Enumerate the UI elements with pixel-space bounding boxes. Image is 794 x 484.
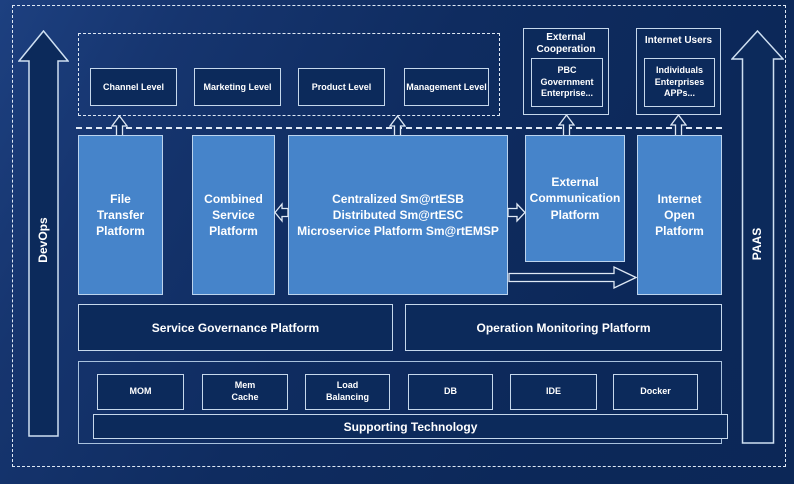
tech-box-mem-cache: Mem Cache xyxy=(202,374,288,410)
service-governance-platform-box: Service Governance Platform xyxy=(78,304,393,351)
channel-level-label: Channel Level xyxy=(102,82,165,92)
supporting-technology-label: Supporting Technology xyxy=(343,419,478,434)
right-arrow-icon xyxy=(507,202,526,223)
external-cooperation-members: PBC Government Enterprise... xyxy=(540,64,594,99)
internet-users-members: Individuals Enterprises APPs... xyxy=(654,64,705,99)
tech-label-db: DB xyxy=(444,386,457,397)
supporting-technology-container xyxy=(78,361,722,444)
tech-box-load-balancing: Load Balancing xyxy=(305,374,390,410)
combined-service-platform-box: Combined Service Platform xyxy=(192,135,275,295)
internet-users-title: Internet Users xyxy=(644,35,713,46)
management-level-box: Management Level xyxy=(404,68,489,106)
outer-dashed-border xyxy=(12,5,786,467)
flow-arrow-right-icon xyxy=(508,266,637,289)
devops-up-arrow-icon xyxy=(18,30,69,437)
paas-rail-label: PAAS xyxy=(750,227,764,261)
product-level-box: Product Level xyxy=(298,68,385,106)
internet-open-platform-box: Internet Open Platform xyxy=(637,135,722,295)
external-cooperation-members-box: PBC Government Enterprise... xyxy=(531,58,603,107)
tech-box-docker: Docker xyxy=(613,374,698,410)
tech-label-mem-cache: Mem Cache xyxy=(231,380,259,402)
internet-open-platform-label: Internet Open Platform xyxy=(655,191,704,239)
external-cooperation-title: External Cooperation xyxy=(536,32,596,55)
file-transfer-platform-box: File Transfer Platform xyxy=(78,135,163,295)
tech-box-db: DB xyxy=(408,374,493,410)
channel-level-box: Channel Level xyxy=(90,68,177,106)
paas-up-arrow-icon xyxy=(731,30,784,444)
tech-box-mom: MOM xyxy=(97,374,184,410)
operation-monitoring-platform-label: Operation Monitoring Platform xyxy=(476,320,651,335)
esb-core-platform-label: Centralized Sm@rtESB Distributed Sm@rtES… xyxy=(297,191,499,239)
operation-monitoring-platform-box: Operation Monitoring Platform xyxy=(405,304,722,351)
left-arrow-icon xyxy=(274,202,289,223)
file-transfer-platform-label: File Transfer Platform xyxy=(96,191,145,239)
tech-label-docker: Docker xyxy=(640,386,671,397)
external-communication-platform-label: External Communication Platform xyxy=(529,175,621,222)
tech-box-ide: IDE xyxy=(510,374,597,410)
internet-users-members-box: Individuals Enterprises APPs... xyxy=(644,58,715,107)
marketing-level-label: Marketing Level xyxy=(203,82,272,92)
devops-rail-label: DevOps xyxy=(36,217,50,263)
management-level-label: Management Level xyxy=(406,82,487,92)
tech-label-load-balancing: Load Balancing xyxy=(325,380,369,402)
supporting-technology-bar: Supporting Technology xyxy=(93,414,728,439)
marketing-level-box: Marketing Level xyxy=(194,68,281,106)
tech-label-ide: IDE xyxy=(545,386,561,397)
esb-core-platform-box: Centralized Sm@rtESB Distributed Sm@rtES… xyxy=(288,135,508,295)
external-communication-platform-box: External Communication Platform xyxy=(525,135,625,262)
service-governance-platform-label: Service Governance Platform xyxy=(151,320,320,335)
tech-label-mom: MOM xyxy=(129,386,152,397)
product-level-label: Product Level xyxy=(311,82,372,92)
levels-dashed-container xyxy=(78,33,500,116)
combined-service-platform-label: Combined Service Platform xyxy=(204,191,263,239)
